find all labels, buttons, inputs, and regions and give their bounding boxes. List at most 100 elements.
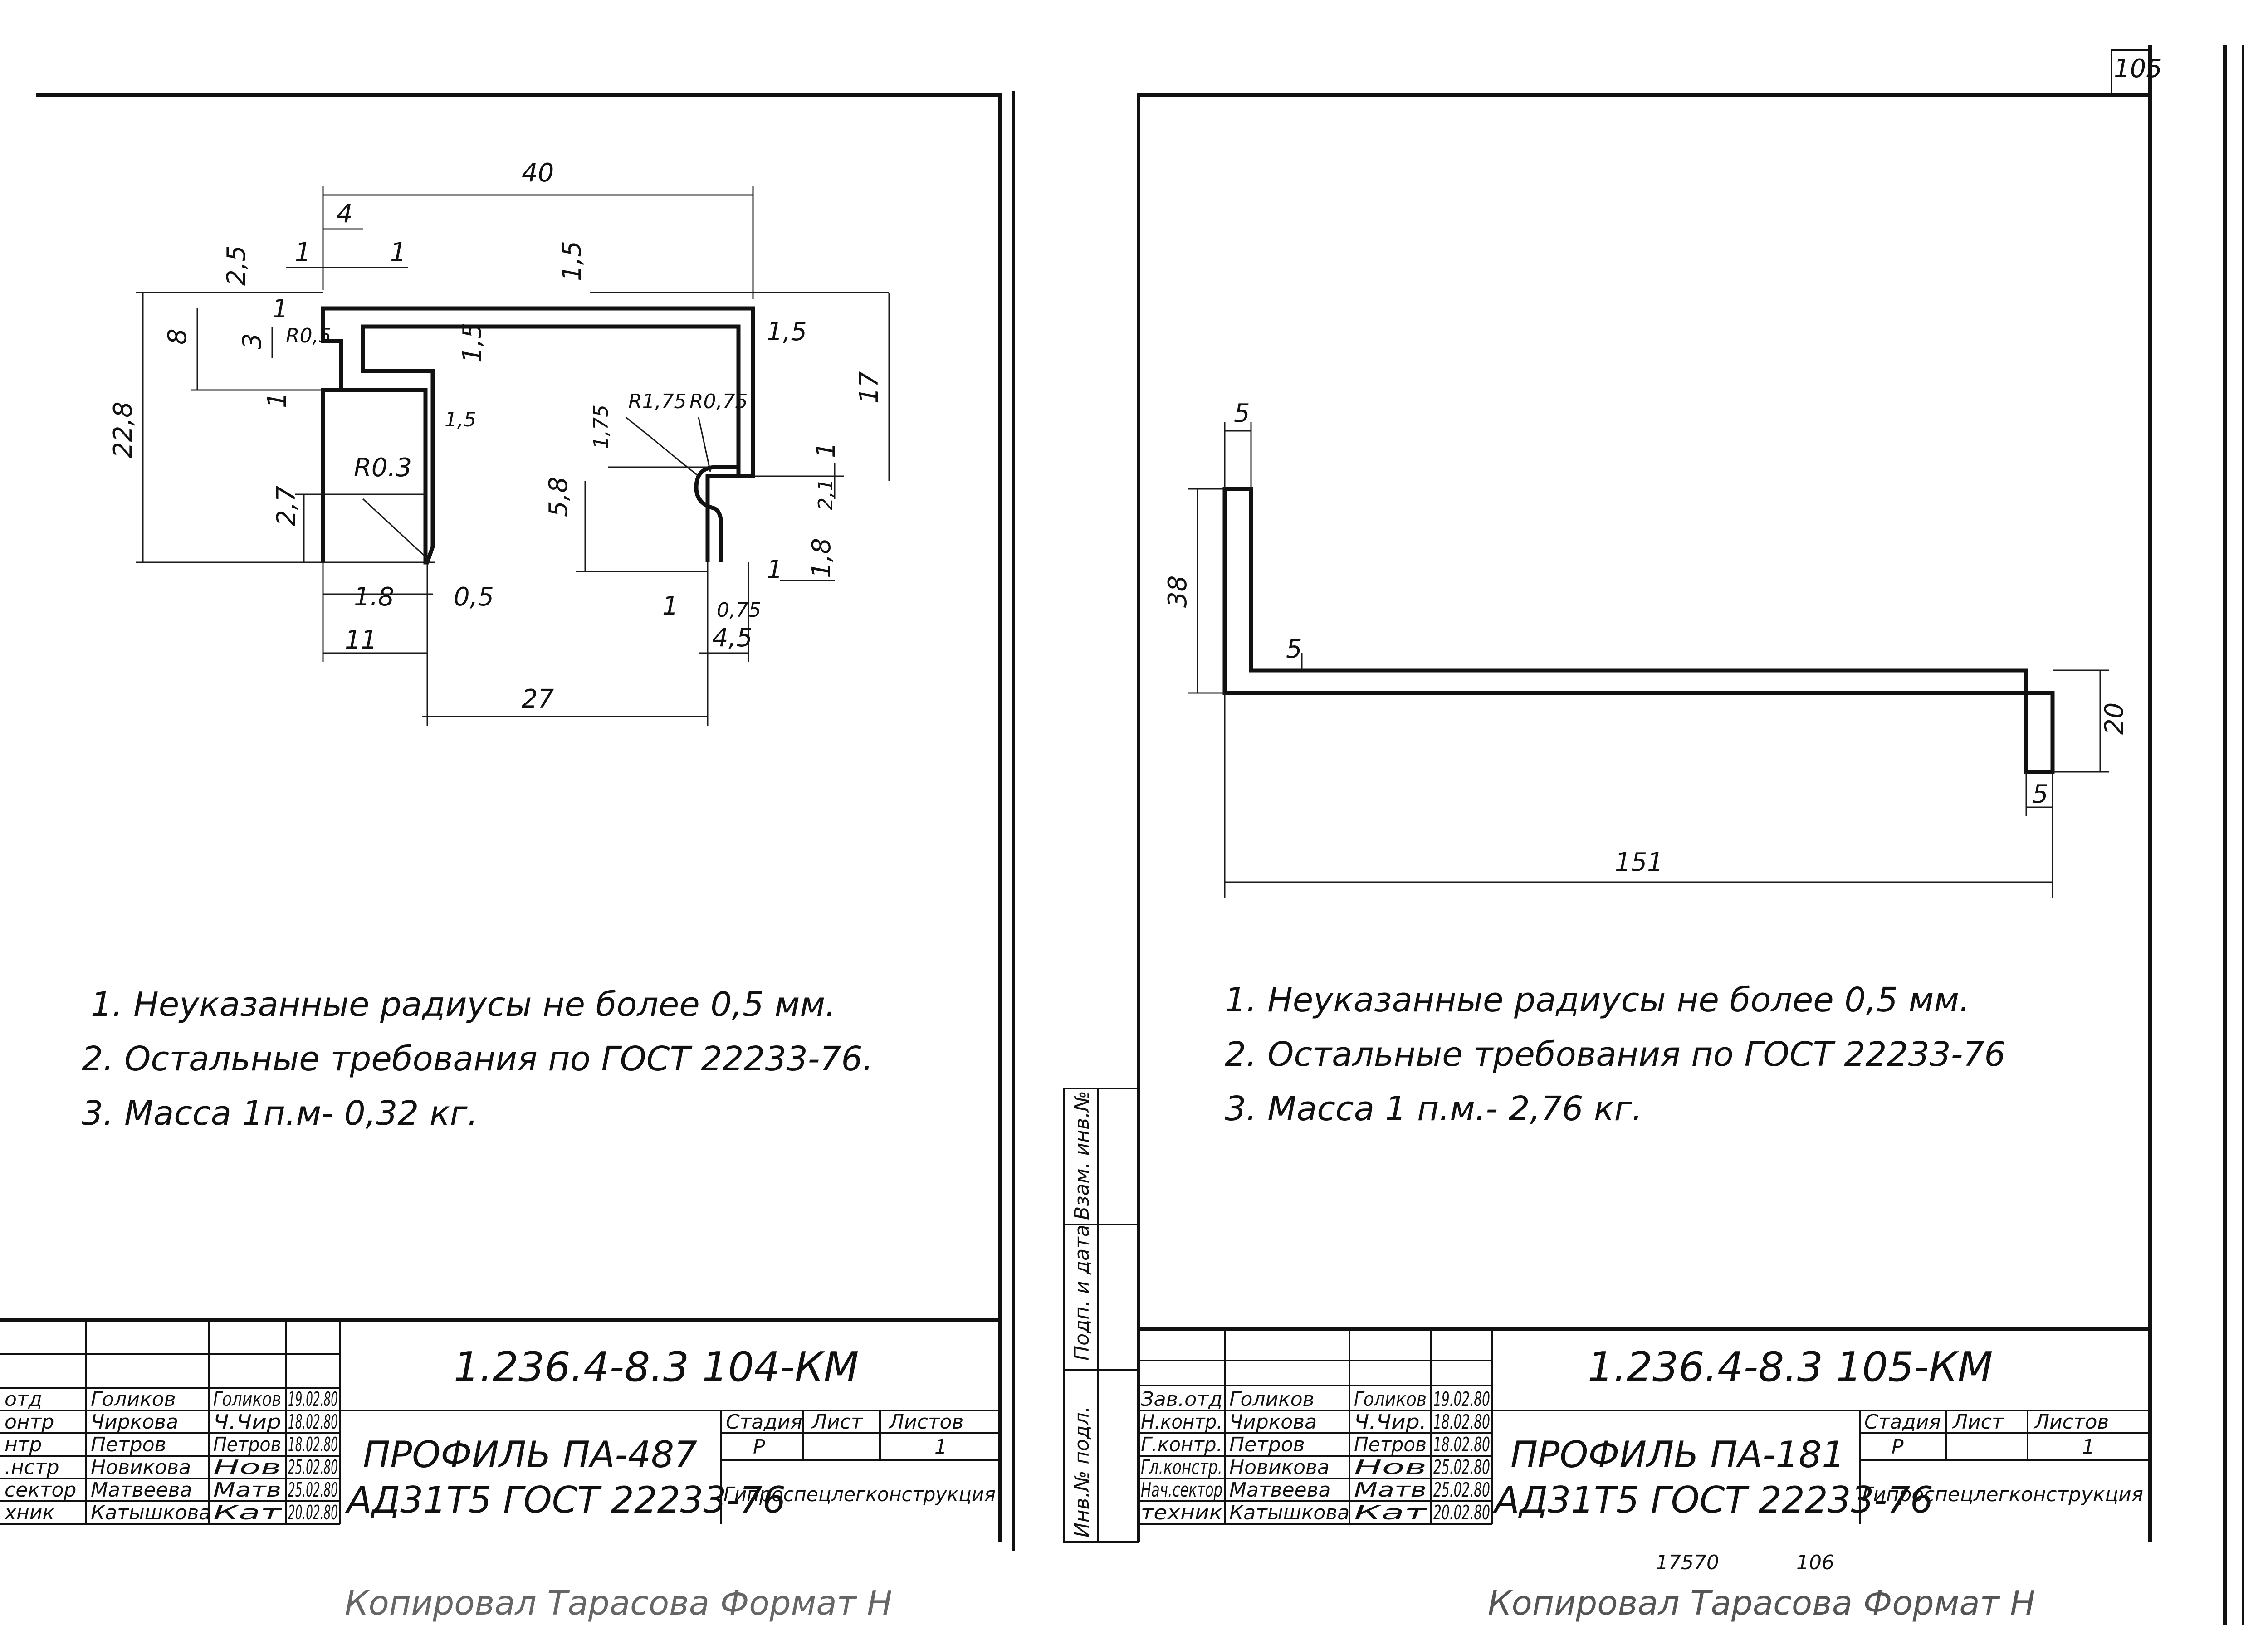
profile-pa487-hook xyxy=(694,465,738,562)
left-date-5: 20.02.80 xyxy=(288,1501,338,1524)
left-note-3: 3. Масса 1п.м- 0,32 кг. xyxy=(82,1094,478,1133)
left-sheets-value: 1 xyxy=(934,1435,947,1459)
dim-1-8: 1.8 xyxy=(354,582,394,612)
left-role-2: нтр xyxy=(5,1433,42,1456)
left-date-0: 19.02.80 xyxy=(288,1388,338,1411)
right-date-0: 19.02.80 xyxy=(1433,1388,1490,1411)
left-document-code: 1.236.4-8.3 104-КМ xyxy=(454,1343,859,1391)
leader-r075 xyxy=(698,417,711,472)
right-note-3: 3. Масса 1 п.м.- 2,76 кг. xyxy=(1225,1089,1642,1128)
left-sheet: 40 4 1 1 2,5 1,5 1 8 3 R0,5 1,5 1,5 17 1… xyxy=(0,91,1015,1623)
dim-4-5: 4,5 xyxy=(712,623,753,653)
dim-r0-5: R0,5 xyxy=(286,324,332,347)
dim-8: 8 xyxy=(163,328,192,345)
dim-1g: 1 xyxy=(662,591,679,621)
dim-0-75: 0,75 xyxy=(717,599,761,622)
dim-4: 4 xyxy=(337,199,353,229)
dim-r0-75: R0,75 xyxy=(689,390,748,413)
dim-17: 17 xyxy=(855,371,884,404)
dim-5-mid: 5 xyxy=(1286,634,1302,664)
right-document-code: 1.236.4-8.3 105-КМ xyxy=(1588,1343,1993,1391)
right-role-1: Н.контр. xyxy=(1141,1410,1222,1434)
left-role-3: .нстр xyxy=(5,1456,59,1479)
left-signature-4: Матв xyxy=(213,1479,281,1502)
dim-5-top: 5 xyxy=(1234,399,1250,428)
right-signature-5: Кат xyxy=(1354,1501,1428,1524)
left-material: АД31Т5 ГОСТ 22233-76 xyxy=(345,1479,786,1521)
left-role-4: сектор xyxy=(5,1479,76,1502)
dim-1a: 1 xyxy=(295,238,311,267)
dim-1e: 1 xyxy=(811,442,841,458)
dim-1-5-stem: 1,5 xyxy=(445,408,476,431)
right-footer-number-1: 17570 xyxy=(1656,1551,1719,1574)
dim-1-8-right: 1,8 xyxy=(807,538,836,578)
right-title: ПРОФИЛЬ ПА-181 xyxy=(1510,1434,1845,1476)
left-name-1: Чиркова xyxy=(91,1410,178,1434)
dim-r1-75: R1,75 xyxy=(628,390,687,413)
dim-1-5-top: 1,5 xyxy=(557,241,587,281)
profile-pa181-outline xyxy=(1222,487,2055,774)
side-stamp-inv-podl: Инв.№ подл. xyxy=(1070,1406,1094,1537)
left-signature-2: Петров xyxy=(213,1433,281,1456)
dim-r0-3: R0.3 xyxy=(354,453,412,483)
right-date-1: 18.02.80 xyxy=(1433,1410,1490,1434)
page-number-box xyxy=(2111,49,2151,96)
left-name-0: Голиков xyxy=(91,1388,176,1411)
profile-pa487-outline xyxy=(321,306,755,565)
dim-1c: 1 xyxy=(272,294,288,324)
right-date-3: 25.02.80 xyxy=(1433,1456,1490,1479)
dim-27: 27 xyxy=(522,684,554,714)
right-role-4: Нач.сектор xyxy=(1141,1479,1222,1502)
left-signature-0: Голиков xyxy=(213,1388,281,1411)
left-stage-label: Стадия xyxy=(726,1410,802,1434)
left-note-2: 2. Остальные требования по ГОСТ 22233-76… xyxy=(82,1039,873,1078)
left-title-block xyxy=(0,1320,1000,1525)
right-date-5: 20.02.80 xyxy=(1433,1501,1490,1524)
side-stamp xyxy=(1063,1088,1139,1543)
left-date-1: 18.02.80 xyxy=(288,1410,338,1434)
left-date-3: 25.02.80 xyxy=(288,1456,338,1479)
left-sheets-label: Листов xyxy=(888,1410,963,1434)
leader-r175 xyxy=(626,416,699,477)
right-role-0: Зав.отд xyxy=(1141,1388,1222,1411)
page-number: 105 xyxy=(2114,54,2162,83)
dim-5-8: 5,8 xyxy=(544,477,573,517)
left-date-2: 18.02.80 xyxy=(288,1433,338,1456)
left-stage-value: Р xyxy=(753,1435,765,1459)
left-organization: Гипроспецлегконструкция xyxy=(723,1483,996,1506)
right-name-2: Петров xyxy=(1229,1433,1305,1456)
left-title: ПРОФИЛЬ ПА-487 xyxy=(363,1434,697,1476)
left-name-4: Матвеева xyxy=(91,1479,192,1502)
right-signature-4: Матв xyxy=(1354,1479,1427,1502)
right-footer-number-2: 106 xyxy=(1796,1551,1834,1574)
right-name-5: Катышкова xyxy=(1229,1501,1349,1524)
right-name-0: Голиков xyxy=(1229,1388,1315,1411)
left-sheet-label: Лист xyxy=(811,1410,863,1434)
dim-5-right: 5 xyxy=(2032,780,2048,809)
right-sheets-label: Листов xyxy=(2033,1410,2109,1434)
dim-1d: 1 xyxy=(263,392,292,408)
dim-1-5-right: 1,5 xyxy=(767,317,807,346)
dim-2-5: 2,5 xyxy=(222,245,251,286)
left-name-3: Новикова xyxy=(91,1456,191,1479)
right-role-3: Гл.констр. xyxy=(1141,1456,1222,1479)
right-signature-1: Ч.Чир. xyxy=(1354,1410,1427,1434)
right-role-5: техник xyxy=(1141,1501,1222,1524)
right-signature-2: Петров xyxy=(1354,1433,1427,1456)
right-note-1: 1. Неуказанные радиусы не более 0,5 мм. xyxy=(1225,981,1970,1020)
left-name-2: Петров xyxy=(91,1433,166,1456)
right-name-1: Чиркова xyxy=(1229,1410,1317,1434)
right-sheet-label: Лист xyxy=(1952,1410,2004,1434)
right-date-2: 18.02.80 xyxy=(1433,1433,1490,1456)
left-name-5: Катышкова xyxy=(91,1501,211,1524)
dim-1b: 1 xyxy=(390,238,406,267)
left-signature-5: Кат xyxy=(213,1501,282,1524)
left-role-0: отд xyxy=(5,1388,42,1411)
right-sheet: 105 5 38 5 20 5 151 1. Неуказанные радиу… xyxy=(1063,45,2244,1625)
dim-1f: 1 xyxy=(767,555,783,585)
right-material: АД31Т5 ГОСТ 22233-76 xyxy=(1492,1479,1933,1521)
side-stamp-podp: Подп. и дата xyxy=(1070,1225,1094,1361)
right-stage-label: Стадия xyxy=(1864,1410,1941,1434)
right-footer-names: Копировал Тарасова Формат Н xyxy=(1488,1584,2035,1623)
